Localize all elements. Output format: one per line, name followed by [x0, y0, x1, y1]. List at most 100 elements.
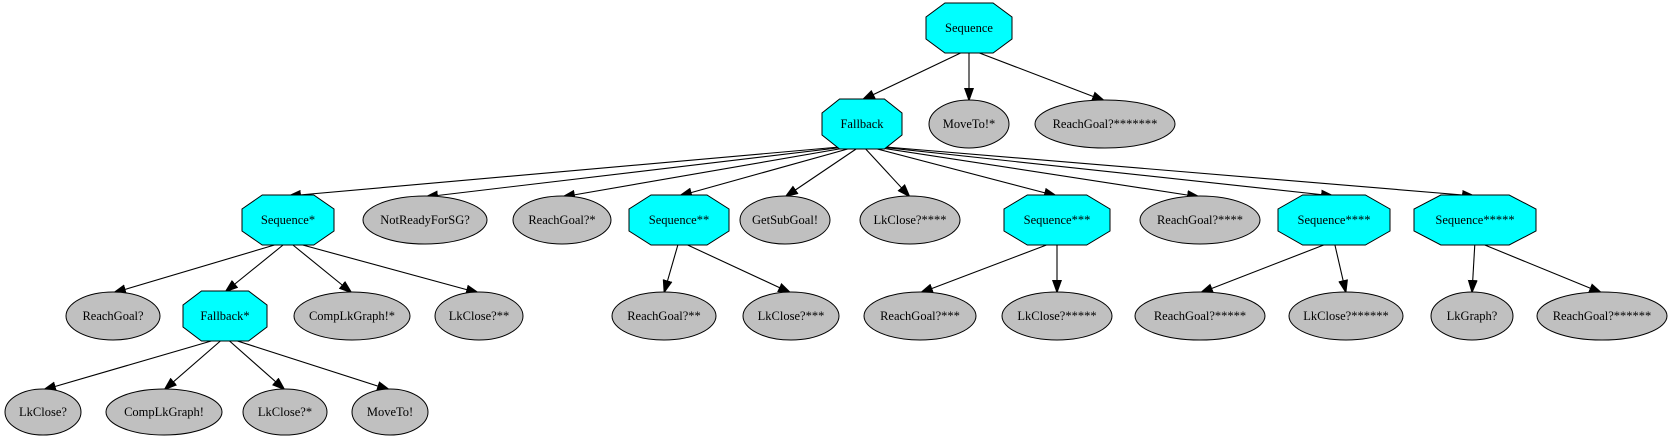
control-node-shape: [1277, 194, 1391, 246]
edge-sequence-2-to-lkclose-3: [678, 240, 792, 294]
leaf-node-shape: [242, 388, 328, 436]
leaf-node-shape: [1134, 291, 1266, 341]
edge-sequence-5-to-reachgoal-6: [1474, 240, 1603, 294]
node-label: ReachGoal?*: [528, 213, 595, 227]
node-label: CompLkGraph!*: [309, 309, 395, 323]
leaf-node-shape: [512, 195, 612, 245]
node-reachgoal-5: ReachGoal?*****: [1134, 291, 1266, 341]
node-fallback: Fallback: [821, 98, 903, 150]
edge-sequence-1-to-fallback-1: [224, 240, 289, 293]
node-sequence-1: Sequence*: [241, 194, 335, 246]
node-reachgoal-0: ReachGoal?: [65, 291, 161, 341]
leaf-node-shape: [4, 388, 82, 436]
node-label: GetSubGoal!: [752, 213, 818, 227]
node-sequence-5: Sequence*****: [1413, 194, 1537, 246]
node-reachgoal-7: ReachGoal?*******: [1034, 99, 1176, 149]
leaf-node-shape: [1001, 291, 1113, 341]
node-label: Sequence**: [649, 213, 709, 227]
edge-fallback-to-sequence-4: [861, 144, 1335, 200]
edge-sequence-1-to-reachgoal-0: [112, 240, 289, 295]
node-reachgoal-4: ReachGoal?****: [1139, 195, 1261, 245]
node-moveto: MoveTo!: [351, 388, 429, 436]
control-node-shape: [1413, 194, 1537, 246]
node-reachgoal-2: ReachGoal?**: [611, 291, 717, 341]
node-label: Sequence*****: [1435, 213, 1514, 227]
leaf-node-shape: [1139, 195, 1261, 245]
node-lkclose-3: LkClose?***: [742, 291, 840, 341]
edge-fallback-to-sequence-2: [678, 144, 863, 198]
node-label: ReachGoal?******: [1553, 309, 1652, 323]
edge-fallback-to-notready: [424, 144, 863, 201]
leaf-node-shape: [362, 195, 488, 245]
node-moveto-star: MoveTo!*: [928, 99, 1010, 149]
node-fallback-1: Fallback*: [182, 290, 268, 342]
edge-fallback-to-lkclose-4: [861, 144, 911, 198]
node-label: LkClose?***: [758, 309, 825, 323]
node-sequence-3: Sequence***: [1003, 194, 1111, 246]
control-node-shape: [925, 2, 1013, 54]
leaf-node-shape: [1430, 291, 1514, 341]
node-reachgoal-6: ReachGoal?******: [1536, 291, 1668, 341]
leaf-node-shape: [859, 195, 961, 245]
node-lkclose-5: LkClose?*****: [1001, 291, 1113, 341]
edge-sequence-1-to-lkclose-2: [287, 240, 480, 295]
leaf-node-shape: [928, 99, 1010, 149]
edge-fallback-to-reachgoal-4: [861, 144, 1201, 200]
leaf-node-shape: [1536, 291, 1668, 341]
leaf-node-shape: [434, 291, 524, 341]
node-label: ReachGoal?: [82, 309, 144, 323]
edge-sequence-4-to-lkclose-6: [1333, 240, 1348, 294]
control-node-shape: [241, 194, 335, 246]
control-node-shape: [821, 98, 903, 150]
edge-fallback-to-sequence-1: [287, 144, 863, 200]
node-lkclose-2: LkClose?**: [434, 291, 524, 341]
node-sequence-4: Sequence****: [1277, 194, 1391, 246]
node-label: LkClose?******: [1303, 309, 1388, 323]
edge-layer: [42, 48, 1603, 392]
node-reachgoal-1: ReachGoal?*: [512, 195, 612, 245]
node-label: ReachGoal?****: [1157, 213, 1243, 227]
node-lkclose-1: LkClose?*: [242, 388, 328, 436]
leaf-node-shape: [739, 195, 831, 245]
node-complkgraph-star: CompLkGraph!*: [293, 291, 411, 341]
edge-fallback-1-to-moveto: [224, 336, 391, 391]
node-label: NotReadyForSG?: [380, 213, 470, 227]
edge-sequence-3-to-reachgoal-3: [919, 240, 1058, 294]
node-label: Sequence*: [261, 213, 315, 227]
edge-fallback-1-to-complkgraph: [163, 336, 226, 391]
node-label: MoveTo!*: [943, 117, 996, 131]
node-label: LkClose?*: [258, 405, 312, 419]
node-reachgoal-3: ReachGoal?***: [863, 291, 977, 341]
leaf-node-shape: [1034, 99, 1176, 149]
leaf-node-shape: [351, 388, 429, 436]
node-label: ReachGoal?*******: [1053, 117, 1158, 131]
node-label: Sequence***: [1024, 213, 1091, 227]
edge-root-to-reachgoal-7: [968, 48, 1106, 102]
leaf-node-shape: [611, 291, 717, 341]
node-notready: NotReadyForSG?: [362, 195, 488, 245]
node-lkclose-4: LkClose?****: [859, 195, 961, 245]
control-node-shape: [628, 194, 730, 246]
leaf-node-shape: [1288, 291, 1404, 341]
control-node-shape: [182, 290, 268, 342]
node-label: LkClose?*****: [1017, 309, 1096, 323]
edge-fallback-1-to-lkclose-1: [224, 336, 286, 391]
edge-sequence-2-to-reachgoal-2: [662, 240, 680, 294]
edge-root-to-fallback: [861, 48, 970, 101]
edge-sequence-1-to-complkgraph-star: [287, 240, 353, 294]
node-label: ReachGoal?***: [880, 309, 960, 323]
leaf-node-shape: [863, 291, 977, 341]
node-lkgraph: LkGraph?: [1430, 291, 1514, 341]
node-label: Fallback: [840, 117, 884, 131]
node-label: MoveTo!: [367, 405, 413, 419]
edge-sequence-5-to-lkgraph: [1467, 240, 1478, 294]
node-label: CompLkGraph!: [124, 405, 204, 419]
node-label: LkClose?: [19, 405, 67, 419]
node-label: Sequence: [945, 21, 993, 35]
edge-fallback-to-sequence-5: [861, 144, 1476, 200]
node-label: ReachGoal?*****: [1154, 309, 1246, 323]
edge-fallback-to-reachgoal-1: [561, 144, 863, 200]
node-label: LkGraph?: [1447, 309, 1498, 323]
